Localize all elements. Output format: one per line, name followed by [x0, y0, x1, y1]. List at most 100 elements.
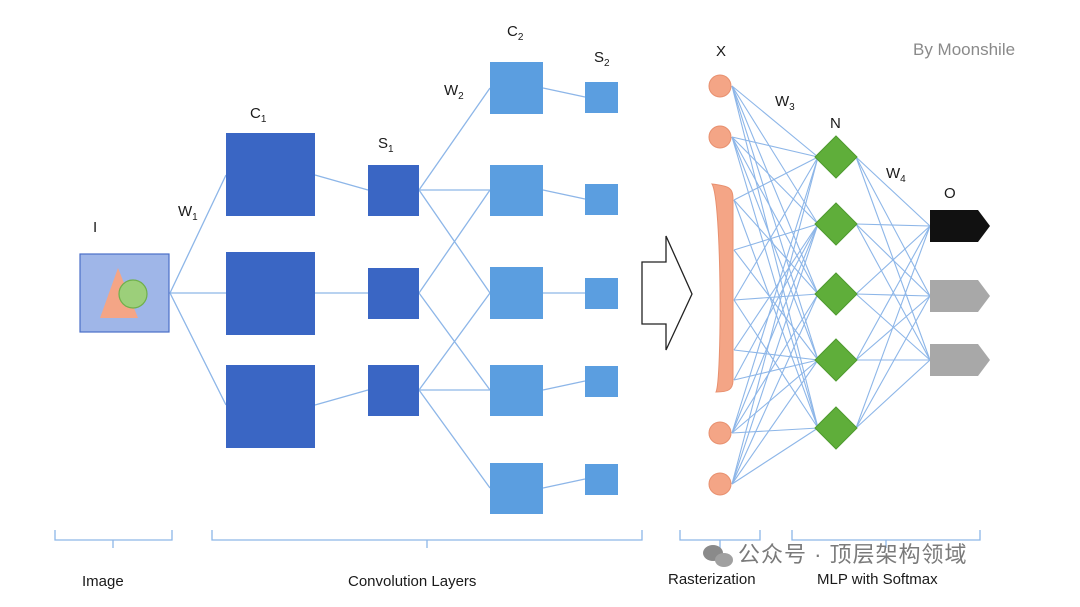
c1-map	[226, 133, 315, 216]
mlp-connection-lines	[731, 85, 931, 485]
output-layer	[930, 210, 990, 376]
x-layer	[708, 74, 732, 496]
mlp-edge	[731, 85, 819, 158]
connection-lines	[169, 87, 586, 489]
x-node	[708, 472, 732, 496]
wechat-icon	[703, 545, 733, 567]
mlp-edge	[731, 223, 819, 434]
mlp-edge	[733, 249, 819, 361]
mlp-edge	[731, 136, 819, 429]
s1-layer	[368, 165, 419, 416]
watermark: 公众号 · 顶层架构领域	[703, 542, 968, 567]
section-mlp-label: MLP with Softmax	[817, 571, 938, 588]
mlp-edge	[855, 293, 931, 297]
c2-map	[490, 165, 543, 216]
s2-map	[585, 184, 618, 215]
c2-layer	[490, 62, 543, 514]
n-node	[814, 272, 858, 316]
s1-map	[368, 268, 419, 319]
mlp-edge	[855, 156, 931, 361]
watermark-text: 公众号 · 顶层架构领域	[738, 542, 968, 567]
mlp-edge	[855, 359, 931, 429]
rasterized-vector-bar	[711, 183, 734, 393]
mlp-edge	[855, 156, 931, 297]
label-n: N	[830, 115, 841, 132]
label-s2: S2	[594, 49, 610, 69]
label-x: X	[716, 43, 726, 60]
label-c2: C2	[507, 23, 524, 43]
mlp-edge	[731, 293, 819, 434]
mlp-edge	[731, 223, 819, 485]
mlp-edge	[731, 359, 819, 434]
c2-map	[490, 365, 543, 416]
s2-map	[585, 366, 618, 397]
s2-map	[585, 464, 618, 495]
mlp-edge	[731, 427, 819, 485]
s2-map	[585, 278, 618, 309]
output-node	[930, 280, 990, 312]
label-w1: W1	[178, 203, 198, 223]
flatten-arrow-icon	[641, 235, 693, 351]
n-node	[814, 202, 858, 246]
label-o: O	[944, 185, 956, 202]
mlp-edge	[855, 225, 931, 361]
mlp-edge	[731, 85, 819, 361]
section-convolution-label: Convolution Layers	[348, 573, 476, 590]
section-brackets	[54, 530, 981, 548]
n-layer	[814, 135, 858, 450]
label-w2: W2	[444, 82, 464, 102]
mlp-edge	[733, 199, 819, 429]
section-captions: Image Convolution Layers Rasterization M…	[82, 571, 938, 590]
mlp-edge	[731, 136, 819, 361]
c1-map	[226, 252, 315, 335]
n-node	[814, 135, 858, 179]
mlp-edge	[733, 299, 819, 429]
mlp-edge	[855, 295, 931, 429]
mlp-edge	[733, 156, 819, 201]
label-w4: W4	[886, 165, 906, 185]
s1-map	[368, 365, 419, 416]
output-node	[930, 344, 990, 376]
section-rasterization-label: Rasterization	[668, 571, 756, 588]
mlp-edge	[731, 427, 819, 434]
mlp-edge	[733, 156, 819, 301]
mlp-edge	[733, 349, 819, 361]
n-node	[814, 338, 858, 382]
mlp-edge	[733, 199, 819, 295]
mlp-edge	[731, 156, 819, 485]
mlp-edge	[733, 293, 819, 301]
x-node	[708, 421, 732, 445]
mlp-edge	[731, 293, 819, 485]
mlp-edge	[731, 85, 819, 429]
label-s1: S1	[378, 135, 394, 155]
mlp-edge	[731, 156, 819, 434]
n-node	[814, 406, 858, 450]
mlp-edge	[855, 225, 931, 295]
mlp-edge	[733, 359, 819, 381]
output-node	[930, 210, 990, 242]
c2-map	[490, 267, 543, 319]
mlp-edge	[733, 223, 819, 251]
x-node	[708, 125, 732, 149]
label-c1: C1	[250, 105, 267, 125]
mlp-edge	[855, 225, 931, 429]
c2-map	[490, 463, 543, 514]
s1-map	[368, 165, 419, 216]
s2-layer	[585, 82, 618, 495]
layer-labels: I W1 C1 S1 W2 C2 S2 X W3 N W4 O	[93, 23, 956, 236]
c2-map	[490, 62, 543, 114]
rasterization-layer	[711, 183, 734, 393]
label-w3: W3	[775, 93, 795, 113]
mlp-edge	[731, 359, 819, 485]
mlp-edge	[855, 156, 931, 227]
input-image	[79, 253, 170, 333]
mlp-edge	[731, 85, 819, 225]
label-image-node: I	[93, 219, 97, 236]
x-node	[708, 74, 732, 98]
mlp-edge	[731, 136, 819, 158]
mlp-edge	[733, 223, 819, 381]
mlp-edge	[731, 136, 819, 295]
mlp-edge	[733, 223, 819, 351]
